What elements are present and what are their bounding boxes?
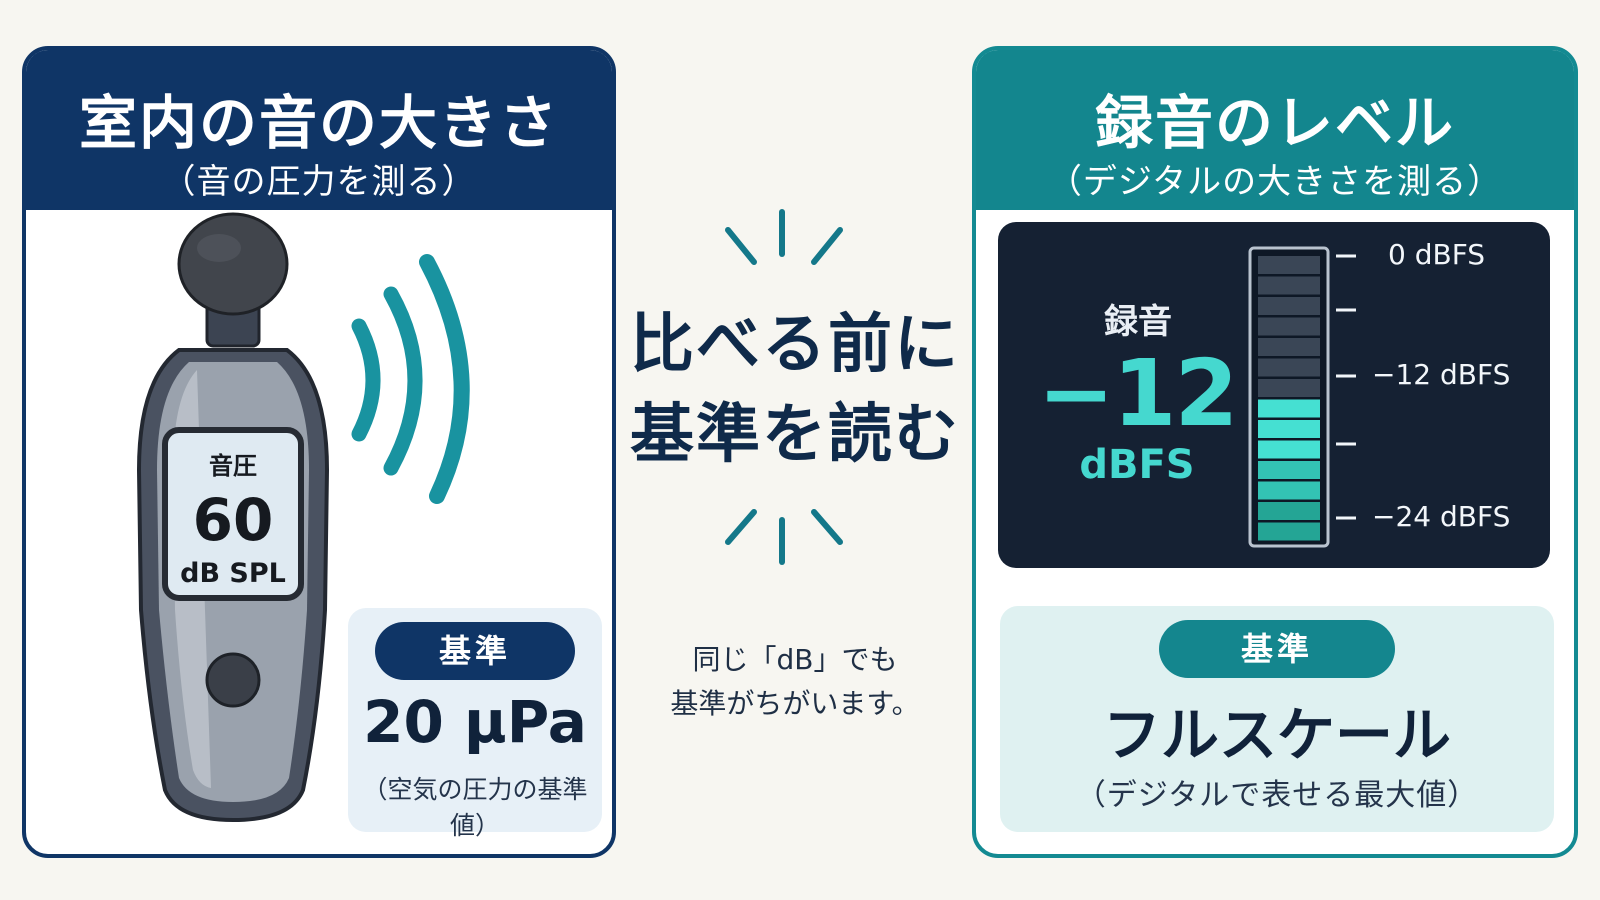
meter-screen-unit: dB SPL xyxy=(180,558,286,589)
scale-label-minus24: −24 dBFS xyxy=(1372,500,1511,533)
level-segment-lit xyxy=(1258,502,1320,520)
dbfs-reference-badge: 基準 xyxy=(1159,620,1395,678)
center-note: 同じ「dB」でも 基準がちがいます。 xyxy=(620,638,970,726)
sound-pressure-header: 室内の音の大きさ （音の圧力を測る） xyxy=(26,50,612,210)
sound-pressure-panel: 室内の音の大きさ （音の圧力を測る） 音圧 60 dB xyxy=(22,46,616,858)
scale-label-minus12: −12 dBFS xyxy=(1372,358,1511,391)
level-meter-bar xyxy=(1248,246,1330,548)
spl-reference-card: 基準 20 μPa （空気の圧力の基準値） xyxy=(348,608,602,840)
recording-level-subtitle: （デジタルの大きさを測る） xyxy=(1047,162,1503,202)
level-segment-lit xyxy=(1258,481,1320,500)
recording-level-header: 録音のレベル （デジタルの大きさを測る） xyxy=(976,50,1574,210)
level-segment-unlit xyxy=(1258,317,1320,336)
level-segment-lit xyxy=(1258,461,1320,479)
sound-level-meter-illustration: 音圧 60 dB SPL xyxy=(136,212,470,823)
level-segment-unlit xyxy=(1258,379,1320,397)
dbfs-reference-value: フルスケール xyxy=(1102,701,1451,769)
recording-level-display: 録音 −12 dBFS 0 dBFS −12 dBFS −24 dBFS xyxy=(998,222,1550,568)
center-headline-line1: 比べる前に xyxy=(630,308,960,382)
dbfs-reference-note: （デジタルで表せる最大値） xyxy=(1075,778,1479,813)
level-segment-lit xyxy=(1258,420,1320,438)
sound-pressure-title: 室内の音の大きさ xyxy=(78,89,559,157)
recording-level-title: 録音のレベル xyxy=(1094,89,1455,157)
sound-waves-icon xyxy=(351,254,470,504)
level-segment-unlit xyxy=(1258,276,1320,295)
meter-power-button-icon xyxy=(205,652,261,708)
center-headline-line2: 基準を読む xyxy=(630,398,960,472)
center-note-line2: 基準がちがいます。 xyxy=(670,687,920,720)
center-headline: 比べる前に 基準を読む xyxy=(620,300,970,480)
level-segment-lit xyxy=(1258,522,1320,541)
meter-screen xyxy=(162,427,304,601)
level-segment-unlit xyxy=(1258,256,1320,274)
recording-unit: dBFS xyxy=(1079,442,1195,488)
level-segment-unlit xyxy=(1258,338,1320,356)
level-segment-lit xyxy=(1258,399,1320,418)
emphasis-burst-icon xyxy=(725,209,843,565)
dbfs-reference-card: 基準 フルスケール （デジタルで表せる最大値） xyxy=(1000,606,1554,832)
recording-label: 録音 xyxy=(1104,302,1172,342)
recording-value: −12 xyxy=(1037,340,1238,447)
spl-reference-note: （空気の圧力の基準値） xyxy=(362,775,588,840)
microphone-icon xyxy=(177,212,289,348)
spl-reference-value: 20 μPa xyxy=(363,688,587,756)
level-segment-unlit xyxy=(1258,297,1320,315)
scale-label-0: 0 dBFS xyxy=(1388,238,1486,271)
scale-ticks xyxy=(1336,254,1356,520)
recording-level-panel: 録音のレベル （デジタルの大きさを測る） 録音 −12 dBFS 0 dBFS … xyxy=(972,46,1578,858)
center-note-line1: 同じ「dB」でも xyxy=(692,643,898,676)
level-segment-unlit xyxy=(1258,358,1320,377)
meter-screen-label: 音圧 xyxy=(209,452,257,480)
spl-reference-badge: 基準 xyxy=(375,622,575,680)
center-message: 比べる前に 基準を読む 同じ「dB」でも 基準がちがいます。 xyxy=(620,190,970,750)
sound-pressure-subtitle: （音の圧力を測る） xyxy=(161,162,477,202)
level-segment-lit xyxy=(1258,440,1320,459)
meter-screen-value: 60 xyxy=(193,486,274,554)
